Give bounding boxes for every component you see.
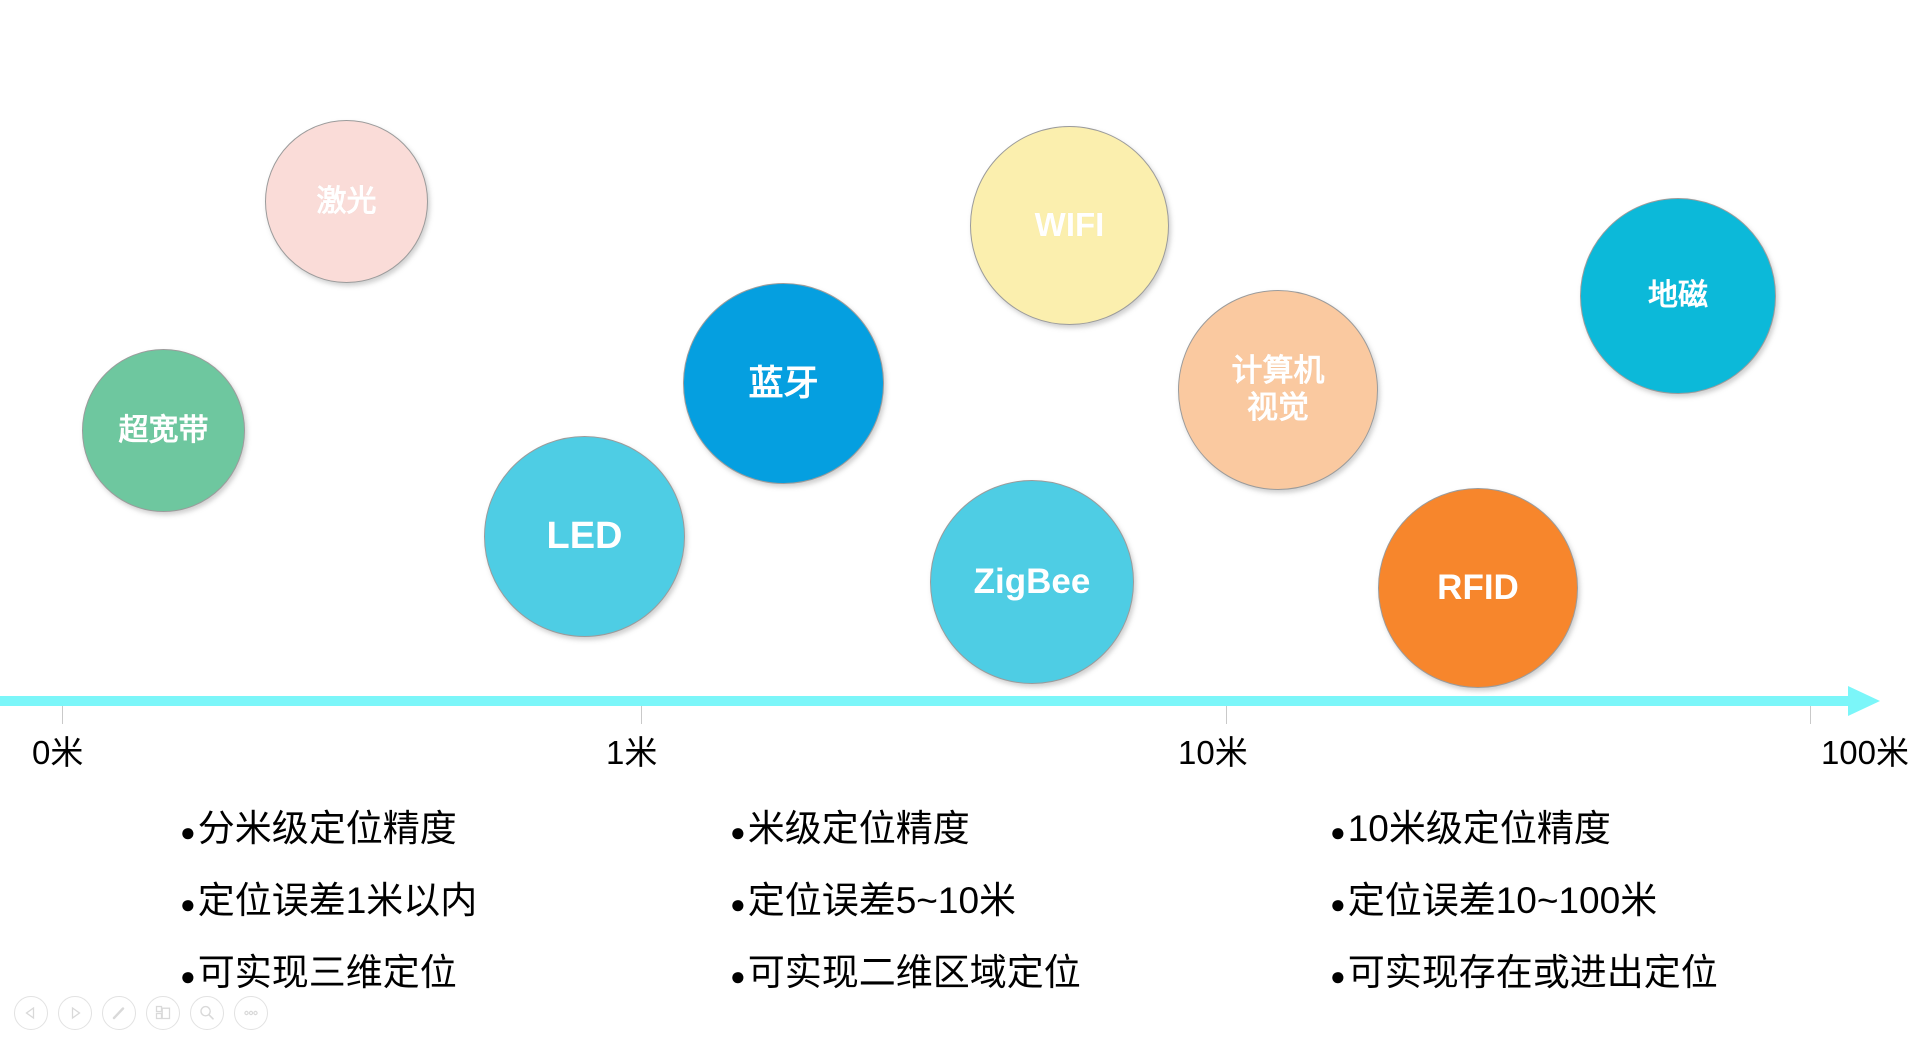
- bullet-dot-icon: ●: [730, 961, 746, 991]
- bullet-text: 定位误差1米以内: [197, 880, 478, 921]
- axis-tick-label: 10米: [1178, 734, 1248, 771]
- bubble-label: 计算机 视觉: [1231, 353, 1325, 425]
- axis-tick-label: 100米: [1820, 734, 1909, 771]
- zoom-icon[interactable]: [190, 996, 224, 1030]
- bullet-item: ●可实现三维定位: [180, 942, 477, 1014]
- bubble-label: 激光: [316, 184, 377, 218]
- bubble-6: WIFI: [970, 126, 1169, 325]
- bullet-item: ●定位误差10~100米: [1330, 870, 1718, 942]
- pen-icon[interactable]: [102, 996, 136, 1030]
- bullet-item: ●可实现存在或进出定位: [1330, 942, 1718, 1014]
- bubble-4: 蓝牙: [683, 283, 884, 484]
- bullet-item: ●可实现二维区域定位: [730, 942, 1081, 1014]
- bullet-text: 可实现存在或进出定位: [1347, 952, 1718, 993]
- bullet-item: ●米级定位精度: [730, 798, 1081, 870]
- previous-slide-icon[interactable]: [14, 996, 48, 1030]
- bullet-text: 可实现三维定位: [197, 952, 457, 993]
- bubble-label: RFID: [1437, 568, 1519, 608]
- axis-arrow-icon: [1848, 686, 1880, 716]
- bubble-2: 激光: [265, 120, 428, 283]
- bullet-dot-icon: ●: [730, 889, 746, 919]
- bullet-text: 可实现二维区域定位: [747, 952, 1081, 993]
- bubble-label: 超宽带: [118, 413, 209, 447]
- bubble-label: LED: [546, 515, 623, 558]
- bullet-dot-icon: ●: [180, 889, 196, 919]
- bullet-column-3: ●10米级定位精度●定位误差10~100米●可实现存在或进出定位: [1330, 798, 1718, 1014]
- axis-tick-label: 0米: [32, 734, 84, 771]
- bullet-dot-icon: ●: [1330, 961, 1346, 991]
- axis-tick: [1226, 706, 1227, 724]
- axis-tick: [62, 706, 63, 724]
- bubble-label: 地磁: [1648, 279, 1708, 313]
- bullet-item: ●分米级定位精度: [180, 798, 477, 870]
- bubble-label: WIFI: [1034, 206, 1105, 244]
- bullet-item: ●10米级定位精度: [1330, 798, 1718, 870]
- presentation-toolbar[interactable]: [14, 996, 268, 1030]
- bullet-text: 定位误差5~10米: [747, 880, 1017, 921]
- bubble-3: LED: [484, 436, 685, 637]
- bullet-dot-icon: ●: [180, 817, 196, 847]
- bullet-item: ●定位误差1米以内: [180, 870, 477, 942]
- bullet-dot-icon: ●: [730, 817, 746, 847]
- bubble-7: 计算机 视觉: [1178, 290, 1378, 490]
- bullet-text: 分米级定位精度: [197, 808, 457, 849]
- bullet-text: 米级定位精度: [747, 808, 970, 849]
- axis-tick: [1810, 706, 1811, 724]
- next-slide-icon[interactable]: [58, 996, 92, 1030]
- slide-grid-icon[interactable]: [146, 996, 180, 1030]
- bubble-label: ZigBee: [973, 562, 1091, 602]
- bullet-column-2: ●米级定位精度●定位误差5~10米●可实现二维区域定位: [730, 798, 1081, 1014]
- bubble-9: 地磁: [1580, 198, 1776, 394]
- bullet-item: ●定位误差5~10米: [730, 870, 1081, 942]
- bullet-text: 定位误差10~100米: [1347, 880, 1658, 921]
- bullet-text: 10米级定位精度: [1347, 808, 1611, 849]
- axis: [0, 686, 1913, 724]
- axis-tick: [641, 706, 642, 724]
- bubble-1: 超宽带: [82, 349, 245, 512]
- bubble-label: 蓝牙: [748, 363, 819, 403]
- more-options-icon[interactable]: [234, 996, 268, 1030]
- bubble-8: RFID: [1378, 488, 1578, 688]
- axis-line: [0, 696, 1855, 706]
- bubble-5: ZigBee: [930, 480, 1134, 684]
- bullet-column-1: ●分米级定位精度●定位误差1米以内●可实现三维定位: [180, 798, 477, 1014]
- bullet-dot-icon: ●: [180, 961, 196, 991]
- axis-tick-label: 1米: [606, 734, 658, 771]
- bullet-dot-icon: ●: [1330, 817, 1346, 847]
- bullet-dot-icon: ●: [1330, 889, 1346, 919]
